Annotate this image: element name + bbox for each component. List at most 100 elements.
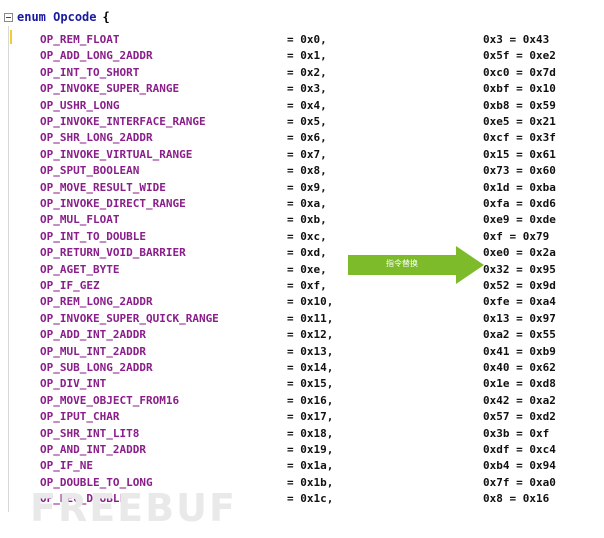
opcode-mapping: 0xfa = 0xd6 bbox=[483, 197, 556, 210]
opcode-mapping: 0x1e = 0xd8 bbox=[483, 377, 556, 391]
enum-keyword: enum bbox=[17, 10, 46, 24]
opcode-mapping: 0xdf = 0xc4 bbox=[483, 443, 556, 456]
opcode-name: OP_RETURN_VOID_BARRIER bbox=[40, 246, 186, 260]
opcode-mapping: 0x73 = 0x60 bbox=[483, 164, 556, 178]
opcode-value: = 0x2, bbox=[287, 65, 327, 79]
enum-row: OP_DOUBLE_TO_LONG = 0x1b, 0x7f = 0xa0 bbox=[0, 475, 604, 491]
opcode-value: = 0x1a, bbox=[287, 459, 334, 473]
opcode-value: = 0x19, bbox=[287, 443, 334, 456]
enum-row: OP_MUL_INT_2ADDR= 0x13,0x41 = 0xb9 bbox=[0, 344, 604, 360]
enum-header: enum Opcode { bbox=[0, 8, 110, 26]
opcode-name: OP_MUL_FLOAT bbox=[40, 213, 120, 227]
enum-row: OP_AGET_BYTE = 0xe, 0x32 = 0x95 bbox=[0, 262, 604, 278]
fold-toggle-icon[interactable] bbox=[4, 12, 13, 22]
opcode-name: OP_MOVE_OBJECT_FROM16 bbox=[40, 393, 180, 407]
enum-row: OP_INVOKE_SUPER_RANGE= 0x3,0xbf = 0x10 bbox=[0, 81, 604, 97]
enum-row: OP_SHR_INT_LIT8= 0x18,0x3b = 0xf bbox=[0, 426, 604, 442]
enum-row: OP_ADD_INT_2ADDR = 0x12, 0xa2 = 0x55 bbox=[0, 327, 604, 343]
opcode-name: OP_INT_TO_SHORT bbox=[40, 65, 140, 79]
opcode-mapping: 0x15 = 0x61 bbox=[483, 147, 556, 161]
opcode-name: OP_INVOKE_SUPER_QUICK_RANGE bbox=[40, 311, 219, 325]
opcode-mapping: 0x5f = 0xe2 bbox=[483, 49, 556, 63]
opcode-mapping: 0xe5 = 0x21 bbox=[483, 115, 556, 128]
change-marker bbox=[10, 30, 12, 44]
opcode-name: OP_SHR_INT_LIT8 bbox=[40, 426, 140, 440]
opcode-mapping: 0xc0 = 0x7d bbox=[483, 65, 556, 79]
opcode-mapping: 0x1d = 0xba bbox=[483, 180, 556, 194]
opcode-mapping: 0xe0 = 0x2a bbox=[483, 246, 556, 260]
opcode-mapping: 0x3 = 0x43 bbox=[483, 33, 550, 46]
enum-row: OP_IPUT_CHAR= 0x17,0x57 = 0xd2 bbox=[0, 409, 604, 425]
fold-guide-line bbox=[8, 26, 9, 512]
opcode-name: OP_AND_INT_2ADDR bbox=[40, 443, 146, 456]
opcode-value: = 0xb, bbox=[287, 213, 327, 227]
opcode-value: = 0x11, bbox=[287, 311, 334, 325]
opcode-name: OP_IF_GEZ bbox=[40, 279, 100, 292]
enum-row: OP_INVOKE_SUPER_QUICK_RANGE= 0x11,0x13 =… bbox=[0, 311, 604, 327]
enum-row: OP_USHR_LONG= 0x4,0xb8 = 0x59 bbox=[0, 98, 604, 114]
enum-row: OP_INVOKE_VIRTUAL_RANGE = 0x7, 0x15 = 0x61 bbox=[0, 147, 604, 163]
watermark-logo: FREEBUF bbox=[30, 486, 237, 530]
opcode-value: = 0x12, bbox=[287, 328, 334, 342]
opcode-name: OP_INVOKE_INTERFACE_RANGE bbox=[40, 115, 206, 128]
enum-row: OP_REM_FLOAT= 0x0,0x3 = 0x43 bbox=[0, 32, 604, 48]
opcode-mapping: 0xe9 = 0xde bbox=[483, 213, 556, 227]
enum-row: OP_IF_GEZ= 0xf,0x52 = 0x9d bbox=[0, 278, 604, 294]
opcode-value: = 0x1b, bbox=[287, 475, 334, 489]
opcode-value: = 0xc, bbox=[287, 229, 327, 243]
opcode-value: = 0x1, bbox=[287, 49, 327, 63]
opcode-name: OP_USHR_LONG bbox=[40, 98, 120, 112]
opcode-mapping: 0x32 = 0x95 bbox=[483, 262, 556, 276]
opcode-mapping: 0xf = 0x79 bbox=[483, 229, 550, 243]
opcode-name: OP_REM_LONG_2ADDR bbox=[40, 295, 153, 309]
opcode-name: OP_INVOKE_DIRECT_RANGE bbox=[40, 197, 186, 210]
opcode-mapping: 0xfe = 0xa4 bbox=[483, 295, 556, 309]
enum-row: OP_INVOKE_INTERFACE_RANGE = 0x5, 0xe5 = 0x… bbox=[0, 114, 604, 130]
opcode-value: = 0x4, bbox=[287, 98, 327, 112]
opcode-mapping: 0x52 = 0x9d bbox=[483, 279, 556, 292]
opcode-mapping: 0x7f = 0xa0 bbox=[483, 475, 556, 489]
opcode-value: = 0xa, bbox=[287, 197, 327, 210]
opcode-name: OP_ADD_LONG_2ADDR bbox=[40, 49, 153, 63]
enum-row: OP_ADD_LONG_2ADDR = 0x1, 0x5f = 0xe2 bbox=[0, 48, 604, 64]
opcode-value: = 0x16, bbox=[287, 393, 334, 407]
opcode-value: = 0x18, bbox=[287, 426, 334, 440]
opcode-value: = 0x9, bbox=[287, 180, 327, 194]
enum-row: OP_SUB_LONG_2ADDR= 0x14,0x40 = 0x62 bbox=[0, 360, 604, 376]
opcode-mapping: 0x57 = 0xd2 bbox=[483, 410, 556, 424]
opcode-value: = 0x7, bbox=[287, 147, 327, 161]
opcode-name: OP_AGET_BYTE bbox=[40, 262, 120, 276]
opcode-name: OP_IPUT_CHAR bbox=[40, 410, 120, 424]
opcode-value: = 0x10, bbox=[287, 295, 334, 309]
opcode-name: OP_SUB_LONG_2ADDR bbox=[40, 361, 153, 374]
enum-row: OP_MOVE_RESULT_WIDE= 0x9,0x1d = 0xba bbox=[0, 180, 604, 196]
opcode-value: = 0x6, bbox=[287, 131, 327, 145]
opcode-mapping: 0x40 = 0x62 bbox=[483, 361, 556, 374]
opcode-name: OP_REM_FLOAT bbox=[40, 33, 120, 46]
opcode-name: OP_INVOKE_VIRTUAL_RANGE bbox=[40, 147, 193, 161]
opcode-mapping: 0xa2 = 0x55 bbox=[483, 328, 556, 342]
opcode-value: = 0x5, bbox=[287, 115, 327, 128]
opcode-value: = 0xe, bbox=[287, 262, 327, 276]
enum-row: OP_NEG_DOUBLE= 0x1c,0x8 = 0x16 bbox=[0, 491, 604, 507]
opcode-name: OP_SPUT_BOOLEAN bbox=[40, 164, 140, 178]
arrow-right-icon bbox=[348, 246, 484, 284]
enum-name: Opcode bbox=[53, 10, 97, 24]
enum-row: OP_INVOKE_DIRECT_RANGE = 0xa, 0xfa = 0xd6 bbox=[0, 196, 604, 212]
open-brace: { bbox=[102, 10, 110, 24]
opcode-name: OP_ADD_INT_2ADDR bbox=[40, 328, 146, 342]
opcode-name: OP_DIV_INT bbox=[40, 377, 107, 391]
opcode-value: = 0x3, bbox=[287, 82, 327, 96]
opcode-value: = 0x13, bbox=[287, 344, 334, 358]
enum-row: OP_MOVE_OBJECT_FROM16= 0x16,0x42 = 0xa2 bbox=[0, 393, 604, 409]
opcode-name: OP_IF_NE bbox=[40, 459, 93, 473]
enum-row: OP_AND_INT_2ADDR = 0x19, 0xdf = 0xc4 bbox=[0, 442, 604, 458]
opcode-name: OP_DOUBLE_TO_LONG bbox=[40, 475, 153, 489]
enum-row: OP_SPUT_BOOLEAN = 0x8, 0x73 = 0x60 bbox=[0, 163, 604, 179]
enum-row: OP_RETURN_VOID_BARRIER= 0xd,0xe0 = 0x2a bbox=[0, 245, 604, 261]
opcode-value: = 0x8, bbox=[287, 164, 327, 178]
opcode-mapping: 0x8 = 0x16 bbox=[483, 492, 550, 506]
opcode-value: = 0x1c, bbox=[287, 492, 334, 506]
opcode-mapping: 0xbf = 0x10 bbox=[483, 82, 556, 96]
opcode-name: OP_SHR_LONG_2ADDR bbox=[40, 131, 153, 145]
